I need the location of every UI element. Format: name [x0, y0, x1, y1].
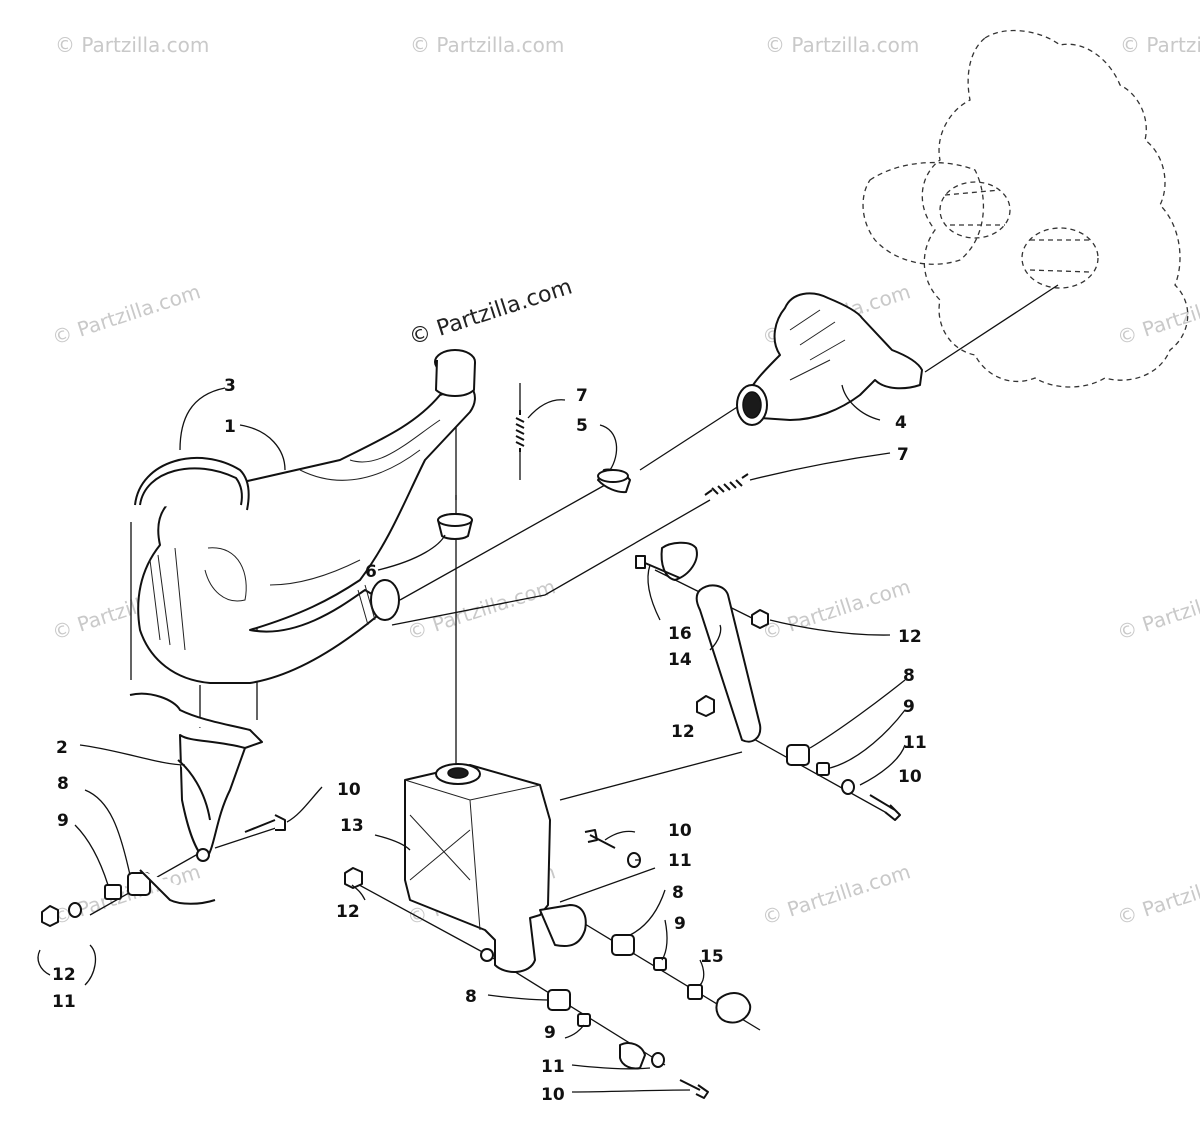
callout-11-muffler-lower: 11 — [541, 1057, 565, 1077]
callout-10-muffler-upper: 10 — [668, 821, 692, 841]
pipe-bracket — [129, 692, 263, 862]
muffler — [404, 763, 587, 973]
callout-9-muffler-right: 9 — [674, 914, 686, 934]
watermark: © Partzilla.com — [1114, 279, 1200, 350]
watermark: © Partzilla.com — [410, 33, 564, 57]
callout-1: 1 — [224, 417, 236, 437]
callout-8-muffler-right: 8 — [672, 883, 684, 903]
callout-14: 14 — [668, 650, 692, 670]
engine-phantom-outline — [862, 29, 1189, 388]
callout-9-left: 9 — [57, 811, 69, 831]
hardware — [41, 609, 901, 1099]
callout-10-right: 10 — [898, 767, 922, 787]
spring-upper — [515, 410, 525, 452]
callout-10-muffler-lower: 10 — [541, 1085, 565, 1105]
washer-right — [841, 779, 855, 795]
callout-9-muffler-lower: 9 — [544, 1023, 556, 1043]
bracket-tab-left — [139, 869, 216, 905]
exhaust-pipe — [137, 349, 476, 684]
callout-15: 15 — [700, 947, 724, 967]
bolt-muffler-lower — [679, 1079, 709, 1099]
grommet — [437, 513, 473, 540]
spacer-muffler-right — [653, 957, 667, 971]
bushing-right — [786, 744, 810, 766]
spacer-left — [104, 884, 122, 900]
watermark: © Partzilla.com — [765, 33, 919, 57]
watermark: © Partzilla.com — [759, 859, 913, 930]
callout-8-muffler-lower: 8 — [465, 987, 477, 1007]
callout-8-right: 8 — [903, 666, 915, 686]
washer-muffler-lower — [651, 1052, 665, 1068]
callout-6: 6 — [365, 562, 377, 582]
washer-left — [68, 902, 82, 918]
callout-12-arm: 12 — [671, 722, 695, 742]
pipe-strap — [134, 456, 250, 511]
callout-11-muffler-upper: 11 — [668, 851, 692, 871]
bolt-right — [869, 794, 901, 821]
grommet-square — [687, 984, 703, 1000]
callout-labels: 3 1 2 6 7 5 4 7 16 14 12 8 9 12 11 10 10… — [52, 376, 927, 1105]
watermark-main: © Partzilla.com — [406, 274, 575, 350]
bushing-muffler-lower — [547, 989, 571, 1011]
callout-2: 2 — [56, 738, 68, 758]
callout-3: 3 — [224, 376, 236, 396]
bolt-muffler-upper — [584, 829, 616, 849]
callout-7-upper: 7 — [576, 386, 588, 406]
spring-lower — [704, 473, 749, 496]
watermark: © Partzilla.com — [55, 33, 209, 57]
callout-16: 16 — [668, 624, 692, 644]
callout-11-left: 11 — [52, 992, 76, 1012]
nut-arm — [696, 695, 715, 717]
callout-7-lower: 7 — [897, 445, 909, 465]
callout-12-upper-right: 12 — [898, 627, 922, 647]
callout-12-left: 12 — [52, 965, 76, 985]
watermark: © Partzilla.com — [759, 574, 913, 645]
nut-muffler-left — [344, 867, 363, 889]
spacer-right — [816, 762, 830, 776]
watermark: © Partzilla.com — [1120, 33, 1200, 57]
exhaust-ring-seal — [597, 468, 631, 494]
callout-4: 4 — [895, 413, 907, 433]
nut-upper-right — [751, 609, 769, 629]
watermark: © Partzilla.com — [49, 279, 203, 350]
mounting-arm — [635, 541, 762, 743]
bolt-bracket — [244, 814, 286, 833]
callout-5: 5 — [576, 416, 588, 436]
plate-muffler-lower — [619, 1042, 646, 1070]
bushing-muffler-right — [611, 934, 635, 956]
callout-12-muffler-left: 12 — [336, 902, 360, 922]
exhaust-manifold — [736, 292, 923, 426]
callout-leaders — [37, 384, 906, 1093]
callout-9-right: 9 — [903, 697, 915, 717]
watermark: © Partzilla.com — [1114, 859, 1200, 930]
callout-13: 13 — [340, 816, 364, 836]
spacer-muffler-lower — [577, 1013, 591, 1027]
nut-left — [41, 905, 59, 927]
callout-11-right: 11 — [903, 733, 927, 753]
plate-lower-right — [715, 992, 752, 1024]
callout-8-left: 8 — [57, 774, 69, 794]
watermark: © Partzilla.com — [1114, 574, 1200, 645]
bushing-left — [127, 872, 151, 896]
callout-10-bracket: 10 — [337, 780, 361, 800]
